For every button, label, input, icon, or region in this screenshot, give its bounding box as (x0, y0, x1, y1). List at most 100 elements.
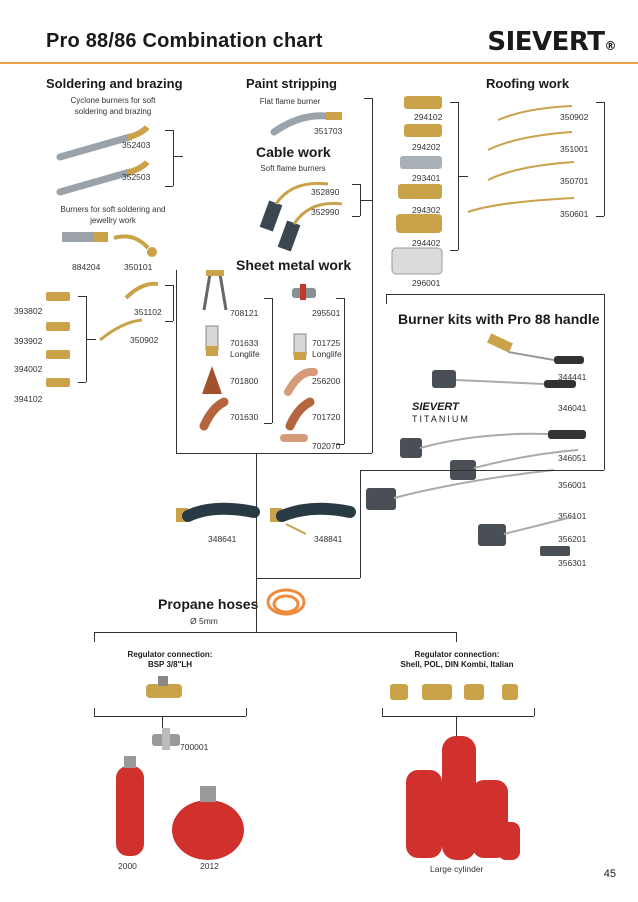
cyclone-burner-icon (56, 160, 150, 196)
code-356301: 356301 (558, 558, 587, 568)
code-708121: 708121 (230, 308, 259, 318)
code-294202: 294202 (412, 142, 441, 152)
code-344441: 344441 (558, 372, 587, 382)
brand-mark: ® (604, 39, 617, 53)
code-346041: 346041 (558, 403, 587, 413)
burner-kit-icon (478, 515, 577, 546)
burner-kit-icon (487, 333, 584, 364)
copper-bit-icon (280, 434, 308, 442)
roofing-nozzle-icon (404, 124, 442, 137)
roofing-nozzle-icon (404, 96, 442, 109)
code-393802: 393802 (14, 306, 43, 316)
code-884204: 884204 (72, 262, 101, 272)
code-351703: 351703 (314, 126, 343, 136)
code-350902-roof: 350902 (560, 112, 589, 122)
burner-kit-icon (432, 370, 576, 388)
soldering-iron-icon (202, 270, 228, 311)
gas-cylinder-2012-icon (172, 786, 244, 860)
soldering-bit-icon (293, 333, 307, 360)
code-256200: 256200 (312, 376, 341, 386)
code-701800: 701800 (230, 376, 259, 386)
brass-nozzle-icon (46, 378, 70, 387)
code-296001: 296001 (412, 278, 441, 288)
page-number: 45 (603, 868, 616, 880)
code-294402: 294402 (412, 238, 441, 248)
burner-kit-icon (400, 430, 586, 458)
paint-title: Paint stripping (246, 76, 337, 91)
roofing-lance-icon (487, 131, 573, 151)
code-701725: 701725 (312, 338, 341, 348)
paint-caption: Flat flame burner (259, 97, 321, 106)
roofing-lance-icon (497, 105, 573, 121)
soldering-burner-icon (62, 232, 108, 242)
code-701720: 701720 (312, 412, 341, 422)
code-356201: 356201 (558, 534, 587, 544)
code-350701: 350701 (560, 176, 589, 186)
regulator-right-sub: Shell, POL, DIN Kombi, Italian (400, 660, 514, 670)
roofing-lance-icon (467, 197, 575, 213)
code-348841: 348841 (314, 534, 343, 544)
propane-hose-icon (266, 588, 306, 616)
gas-valve-icon (292, 284, 316, 300)
brand-logo: SIEVERT® (487, 27, 616, 57)
regulator-left-title: Regulator connection: (127, 650, 213, 659)
soldering-title: Soldering and brazing (46, 76, 183, 91)
burner-kit-icon (366, 469, 555, 510)
jewellry-burner-icon (113, 234, 157, 257)
brass-nozzle-icon (46, 322, 70, 331)
cylinder-2012: 2012 (200, 861, 219, 871)
cable-title: Cable work (256, 144, 331, 160)
page-title: Pro 88/86 Combination chart (46, 30, 323, 52)
brand-name: SIEVERT (487, 27, 605, 57)
code-295501: 295501 (312, 308, 341, 318)
valve-icon (152, 728, 180, 750)
flat-flame-burner-icon (270, 112, 342, 136)
code-701633: 701633 (230, 338, 259, 348)
code-352990: 352990 (311, 207, 340, 217)
code-394002: 394002 (14, 364, 43, 374)
soldering-tip-icon (124, 281, 159, 300)
roofing-nozzle-icon (400, 156, 442, 169)
regulator-right-title: Regulator connection: (414, 650, 500, 659)
code-351001: 351001 (560, 144, 589, 154)
soldering-bit-icon (205, 325, 219, 356)
code-294302: 294302 (412, 205, 441, 215)
soldering-caption-1: Cyclone burners for soft soldering and b… (70, 96, 156, 116)
copper-bit-icon (284, 367, 318, 396)
code-394102: 394102 (14, 394, 43, 404)
burner-head-icon (540, 546, 570, 556)
code-293401: 293401 (412, 173, 441, 183)
pro-handle-icon (270, 502, 356, 535)
kits-title: Burner kits with Pro 88 handle (398, 311, 600, 327)
code-350601: 350601 (560, 209, 589, 219)
hose-diameter: Ø 5mm (190, 616, 218, 626)
roofing-nozzle-icon (396, 214, 442, 233)
roofing-lance-icon (487, 161, 575, 181)
hoses-title: Propane hoses (158, 596, 259, 612)
code-702070: 702070 (312, 441, 341, 451)
copper-bit-icon (199, 397, 229, 431)
header-rule (0, 62, 638, 64)
large-cylinder-label: Large cylinder (430, 864, 484, 874)
code-352503: 352503 (122, 172, 151, 182)
cable-caption: Soft flame burners (260, 164, 326, 173)
code-700001: 700001 (180, 742, 209, 752)
copper-bit-icon (202, 366, 222, 394)
regulator-adapters-icon (390, 684, 518, 700)
soldering-tip-icon (99, 318, 143, 342)
code-352403: 352403 (122, 140, 151, 150)
regulator-left-sub: BSP 3/8"LH (147, 660, 193, 670)
cylinder-2000: 2000 (118, 861, 137, 871)
sheet-title: Sheet metal work (236, 257, 352, 273)
brass-nozzle-icon (46, 292, 70, 301)
soft-flame-burner-icon (259, 181, 343, 252)
gas-cylinder-2000-icon (116, 756, 144, 856)
code-701630: 701630 (230, 412, 259, 422)
roofing-title: Roofing work (486, 76, 570, 91)
code-393902: 393902 (14, 336, 43, 346)
large-cylinders-icon (406, 736, 520, 860)
code-348641: 348641 (208, 534, 237, 544)
regulator-icon (146, 676, 182, 698)
brass-nozzle-icon (46, 350, 70, 359)
code-351102: 351102 (134, 307, 162, 317)
